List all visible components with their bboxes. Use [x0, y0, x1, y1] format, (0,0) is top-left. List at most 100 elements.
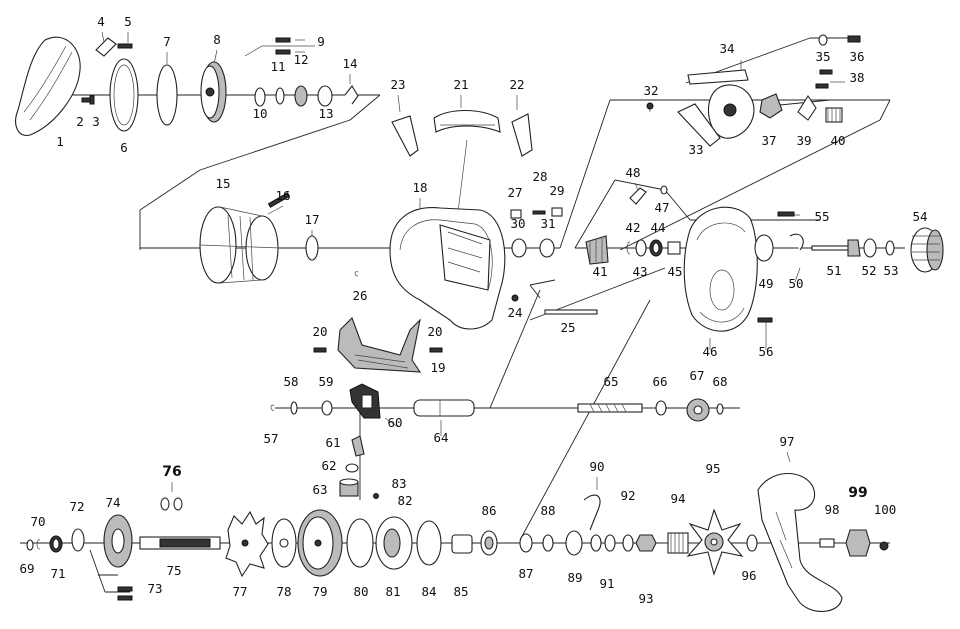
handle-part — [757, 472, 843, 612]
part-number-label: 55 — [814, 209, 829, 224]
part-number-label: 33 — [688, 142, 703, 157]
clip-part — [95, 37, 117, 57]
bearing-part — [254, 87, 266, 107]
washer-part — [746, 534, 758, 552]
part-number-label: 78 — [276, 584, 291, 599]
washer-part — [542, 534, 554, 552]
washer-part — [604, 534, 616, 552]
part-number-label: 31 — [540, 216, 555, 231]
part-number-label: 34 — [719, 41, 734, 56]
part-number-label: 83 — [391, 476, 406, 491]
part-number-label: 87 — [518, 566, 533, 581]
part-number-label: 96 — [741, 568, 756, 583]
bearing-part — [655, 400, 667, 416]
clutch-plate-part — [687, 69, 749, 85]
level-wind-assembly — [270, 383, 724, 499]
side-cover-part — [15, 36, 81, 136]
screw-part — [879, 541, 889, 551]
screw-part — [275, 49, 291, 55]
part-number-label: 99 — [848, 485, 867, 501]
shaft-part — [811, 245, 853, 251]
part-number-label: 39 — [796, 133, 811, 148]
washer-part — [885, 240, 895, 256]
washer-part — [416, 520, 442, 566]
side-plate-assembly — [585, 185, 944, 332]
part-number-label: 89 — [567, 570, 582, 585]
part-number-label: 40 — [830, 133, 845, 148]
part-number-label: 13 — [318, 106, 333, 121]
part-number-label: 77 — [232, 584, 247, 599]
screw-part — [117, 586, 133, 592]
side-cover-assembly — [15, 36, 359, 136]
lever-part — [677, 103, 721, 147]
part-number-label: 14 — [342, 56, 357, 71]
part-number-label: 17 — [304, 212, 319, 227]
part-number-label: 60 — [387, 415, 402, 430]
part-number-label: 73 — [147, 581, 162, 596]
part-number-label: 79 — [312, 584, 327, 599]
ratchet-part — [565, 530, 583, 556]
screw-part — [847, 35, 861, 43]
o-ring-part — [156, 64, 178, 126]
part-number-label: 88 — [540, 503, 555, 518]
top-cover-part — [433, 110, 501, 133]
clip-part — [354, 271, 359, 277]
spool-assembly — [199, 192, 319, 284]
spring-clip-part — [344, 85, 359, 105]
screw-part — [89, 95, 95, 105]
pin-part — [117, 43, 133, 49]
part-number-label: 91 — [599, 576, 614, 591]
part-number-label: 98 — [824, 502, 839, 517]
collar-part — [667, 241, 681, 255]
part-number-label: 9 — [317, 34, 325, 49]
part-number-label: 49 — [758, 276, 773, 291]
screw-part — [819, 69, 833, 75]
pinion-gear-part — [585, 235, 609, 265]
cover-ring-part — [109, 58, 139, 132]
part-number-label: 95 — [705, 461, 720, 476]
pin-part — [267, 192, 291, 208]
bearing-part — [317, 85, 333, 107]
frame-lower-part — [337, 317, 422, 373]
part-number-label: 59 — [318, 374, 333, 389]
part-number-label: 84 — [421, 584, 436, 599]
washer-part — [590, 534, 602, 552]
part-number-label: 7 — [163, 34, 171, 49]
part-number-label: 45 — [667, 264, 682, 279]
part-number-label: 85 — [453, 584, 468, 599]
screw-part — [757, 317, 773, 323]
pawl-part — [351, 435, 365, 457]
part-number-label: 71 — [50, 566, 65, 581]
thumb-piece-part — [391, 115, 419, 157]
screw-part — [646, 102, 654, 110]
washer-part — [635, 239, 647, 257]
part-number-label: 12 — [293, 52, 308, 67]
part-number-label: 6 — [120, 140, 128, 155]
clip-part — [583, 494, 601, 531]
part-number-label: 54 — [912, 209, 927, 224]
part-number-label: 36 — [849, 49, 864, 64]
part-number-label: 3 — [92, 114, 100, 129]
part-number-label: 62 — [321, 458, 336, 473]
bearing-part — [294, 85, 308, 107]
part-number-label: 30 — [510, 216, 525, 231]
yoke-part — [797, 94, 817, 121]
washer-part — [863, 238, 877, 258]
part-number-label: 74 — [105, 495, 120, 510]
part-number-label: 61 — [325, 435, 340, 450]
bearing-part — [511, 238, 527, 258]
screw-part — [117, 595, 133, 601]
spring-part — [551, 207, 563, 217]
part-number-label: 11 — [270, 59, 285, 74]
part-number-label: 81 — [385, 584, 400, 599]
part-number-label: 47 — [654, 200, 669, 215]
part-number-label: 19 — [430, 360, 445, 375]
part-number-label: 67 — [689, 368, 704, 383]
bearing-part — [305, 235, 319, 261]
part-number-label: 8 — [213, 32, 221, 47]
drive-train-assembly — [26, 472, 889, 612]
clip-part — [270, 404, 275, 411]
tube-part — [413, 399, 475, 417]
part-number-label: 93 — [638, 591, 653, 606]
